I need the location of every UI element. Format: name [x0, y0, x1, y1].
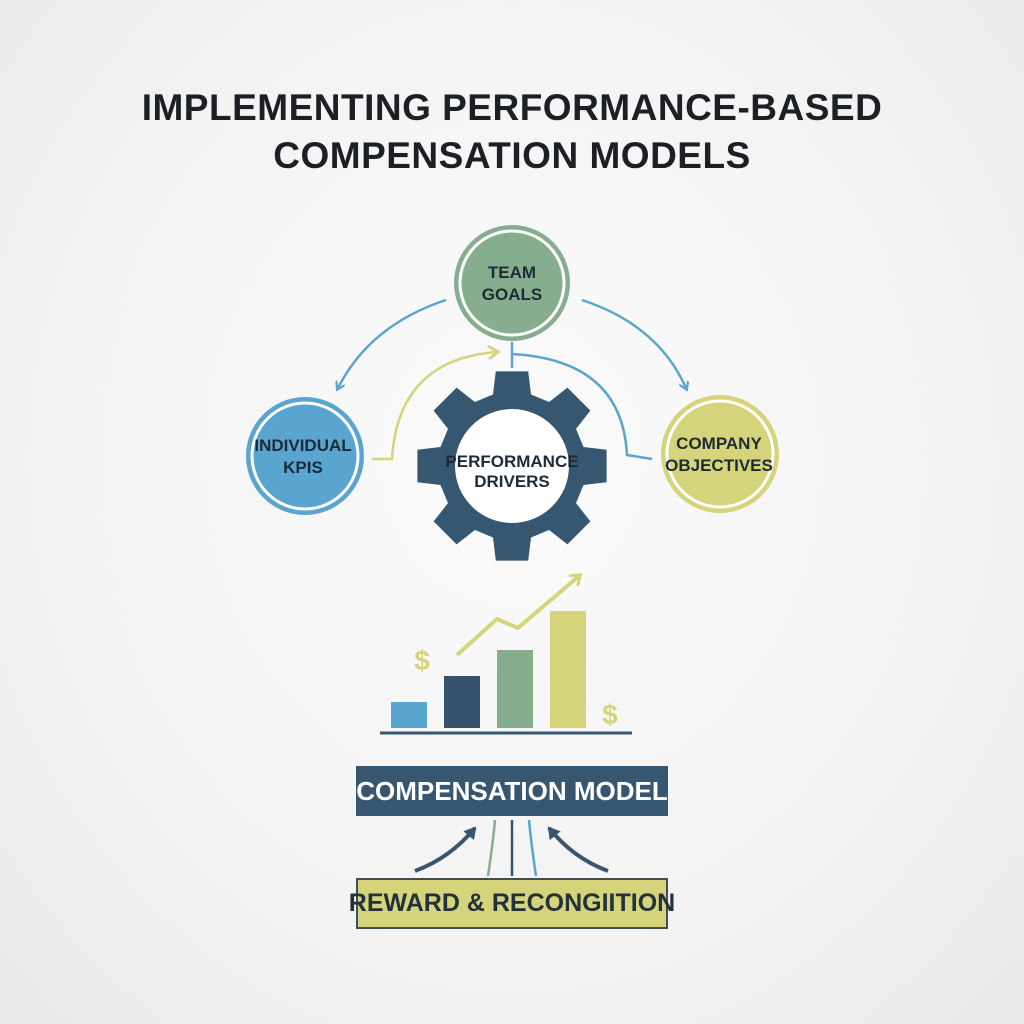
arrow-left-into-model	[414, 826, 477, 873]
individual-kpis-line-2: KPIS	[283, 458, 323, 477]
chart-bar	[391, 702, 427, 728]
chart-bar	[497, 650, 533, 728]
dollar-icon-right: $	[602, 699, 618, 730]
team-goals-node: TEAM GOALS	[454, 225, 570, 341]
gear-icon	[417, 371, 607, 561]
company-objectives-node: COMPANY OBJECTIVES	[661, 395, 779, 513]
connector-team-to-company	[510, 342, 653, 461]
reward-recognition-box: REWARD & RECONGIITION	[349, 878, 675, 929]
page-title: IMPLEMENTING PERFORMANCE-BASED COMPENSAT…	[0, 84, 1024, 180]
arrow-team-to-individual	[338, 298, 447, 388]
individual-kpis-line-1: INDIVIDUAL	[254, 436, 351, 455]
chart-bar	[550, 611, 586, 728]
compensation-model-label: COMPENSATION MODEL	[356, 775, 668, 806]
title-line-1: IMPLEMENTING PERFORMANCE-BASED	[141, 87, 883, 128]
trend-arrow-icon	[455, 576, 579, 657]
performance-drivers-line-2: DRIVERS	[474, 472, 550, 491]
arrow-team-to-company	[581, 298, 686, 388]
team-goals-line-2: GOALS	[482, 285, 542, 304]
company-objectives-line-2: OBJECTIVES	[665, 456, 773, 475]
bar-chart-icon	[391, 611, 586, 728]
individual-kpis-node: INDIVIDUAL KPIS	[246, 397, 364, 515]
arrow-individual-to-team	[372, 352, 496, 461]
line-green-into-model	[486, 819, 497, 877]
company-objectives-line-1: COMPANY	[676, 434, 762, 453]
compensation-model-box: COMPENSATION MODEL	[356, 766, 668, 816]
arrow-right-into-model	[547, 826, 609, 873]
line-blue-into-model	[527, 819, 538, 877]
reward-recognition-label: REWARD & RECONGIITION	[348, 889, 676, 917]
title-line-2: COMPENSATION MODELS	[273, 135, 751, 176]
dollar-icon-left: $	[414, 645, 430, 676]
chart-bar	[444, 676, 480, 728]
team-goals-line-1: TEAM	[488, 263, 536, 282]
performance-drivers-line-1: PERFORMANCE	[445, 452, 578, 471]
